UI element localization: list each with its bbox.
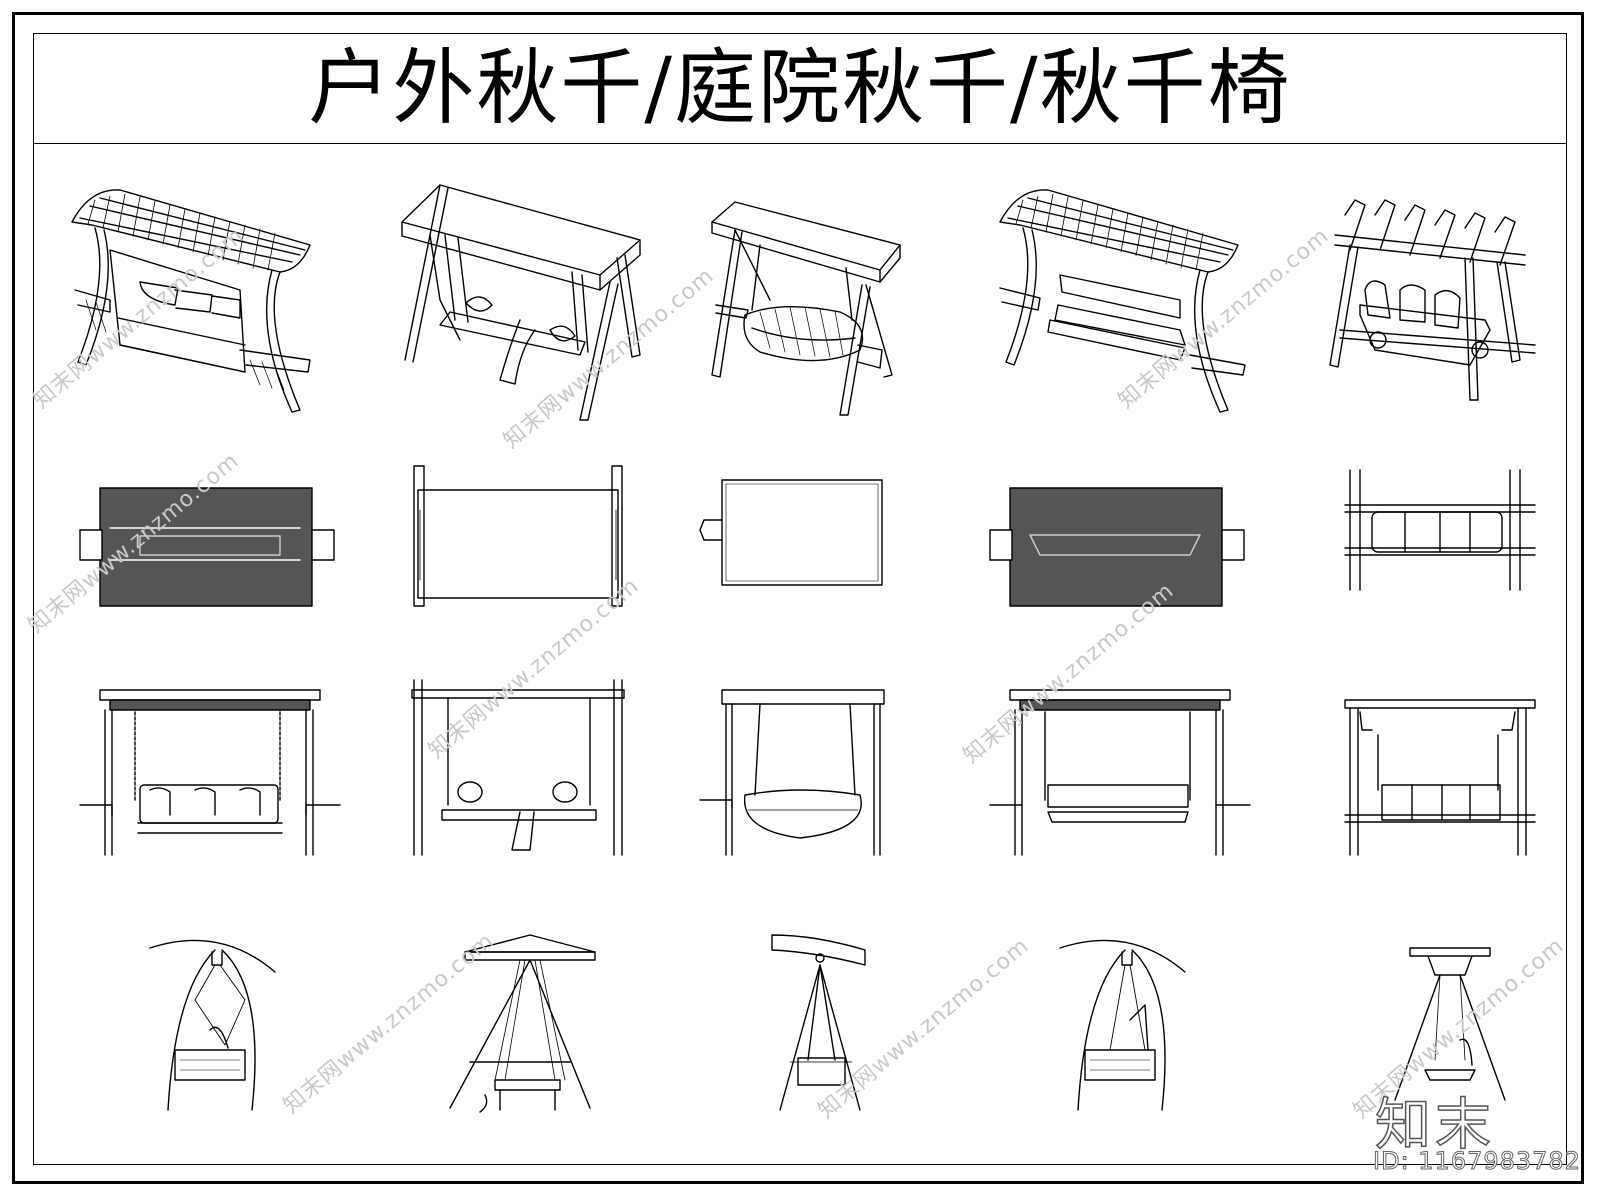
elevation-arched-canopy-bench-swing	[989, 689, 1251, 856]
perspective-arched-canopy-swing	[71, 189, 311, 413]
plan-arched-canopy-swing	[79, 487, 335, 607]
plan-basket-swing	[699, 479, 883, 586]
side-basket-swing	[771, 934, 866, 1111]
plan-arched-canopy-bench-swing	[989, 487, 1245, 607]
elevation-basket-swing	[699, 689, 885, 856]
side-arched-canopy-bench-swing	[1059, 939, 1186, 1111]
title-block: 户外秋千/庭院秋千/秋千椅	[34, 34, 1566, 144]
perspective-fabric-canopy-swing	[401, 184, 641, 421]
drawing-frame: 户外秋千/庭院秋千/秋千椅	[33, 33, 1567, 1165]
side-arched-canopy-swing	[149, 939, 276, 1111]
perspective-arched-canopy-bench-swing	[999, 189, 1246, 413]
elevation-arched-canopy-swing	[79, 689, 341, 856]
elevation-pergola-swing	[1344, 699, 1536, 856]
plan-fabric-canopy-swing	[413, 465, 623, 607]
id-label: ID: 1167983782	[1373, 1147, 1581, 1176]
perspective-pergola-swing	[1329, 199, 1536, 401]
page-title: 户外秋千/庭院秋千/秋千椅	[308, 40, 1292, 136]
side-pergola-swing	[1394, 947, 1506, 1101]
brand-logo: 知末	[1374, 1092, 1495, 1159]
perspective-basket-swing	[711, 201, 901, 416]
elevation-fabric-canopy-swing	[411, 679, 625, 856]
side-fabric-canopy-swing	[449, 934, 596, 1113]
plan-pergola-swing	[1344, 469, 1536, 591]
